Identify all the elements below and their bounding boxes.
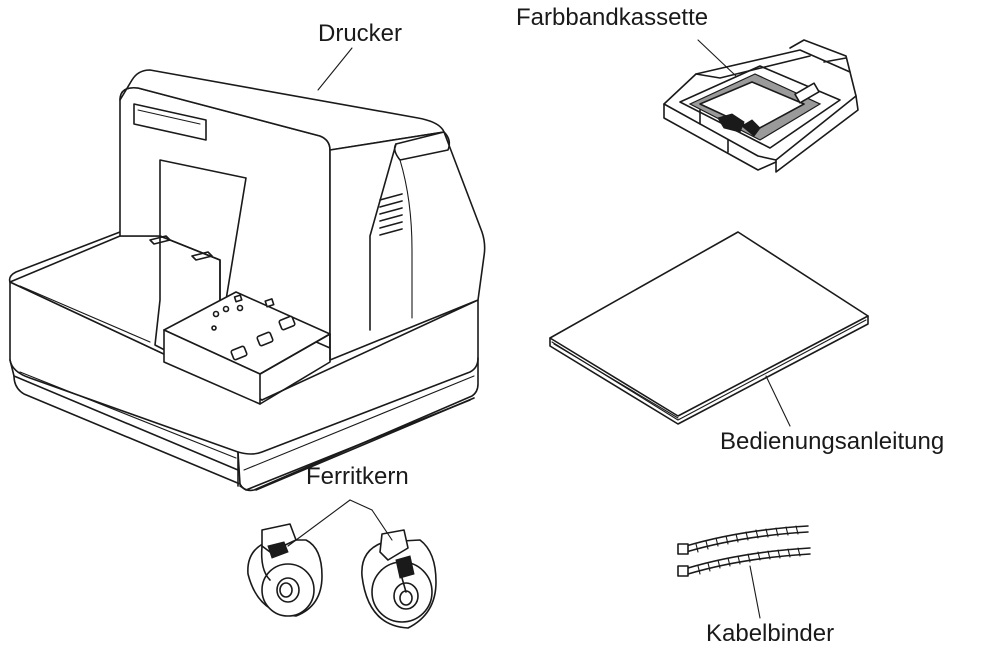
ferrite-core-left xyxy=(247,523,323,617)
printer-illustration xyxy=(8,47,486,492)
ferrite-core-label: Ferritkern xyxy=(306,463,409,490)
printer-leader xyxy=(317,47,353,91)
ferrite-core-right xyxy=(361,529,437,629)
manual-leader xyxy=(765,375,791,427)
cable-ties-leader xyxy=(749,565,761,619)
manual-label: Bedienungsanleitung xyxy=(720,428,945,455)
ribbon-cassette-label: Farbbandkassette xyxy=(516,4,709,31)
cable-ties-illustration xyxy=(677,525,811,619)
ribbon-leader xyxy=(697,39,737,77)
cable-ties-label: Kabelbinder xyxy=(706,620,835,647)
manual-illustration xyxy=(549,231,869,427)
ribbon-cassette-illustration xyxy=(663,39,859,173)
ferrite-leaders xyxy=(287,499,393,547)
vent-slots xyxy=(379,193,403,236)
printer-label: Drucker xyxy=(318,20,403,47)
